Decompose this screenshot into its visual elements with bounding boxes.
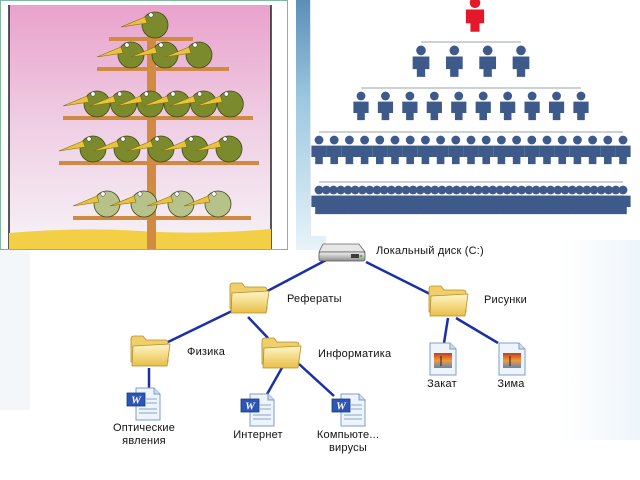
word-document-icon: W — [331, 393, 366, 427]
person — [311, 135, 327, 165]
person — [445, 45, 463, 77]
connector-root-risunki — [365, 260, 439, 300]
connector-root-referaty — [257, 256, 331, 298]
bird — [146, 190, 195, 218]
root-label: Локальный диск (C:) — [376, 245, 484, 257]
bird — [96, 41, 145, 69]
folder-label-informatika: Информатика — [318, 348, 392, 360]
svg-text:W: W — [336, 401, 347, 413]
file-label-zima: Зима — [497, 378, 525, 390]
branch — [59, 161, 259, 165]
background-panel-left — [0, 250, 30, 410]
file-label-internet: Интернет — [233, 429, 283, 441]
connector-informatika-internet — [264, 365, 285, 397]
folder-icon — [229, 282, 270, 314]
person — [478, 135, 494, 165]
connector-referaty-fizika — [167, 309, 233, 344]
person — [573, 91, 589, 121]
image-file-icon — [429, 342, 457, 376]
file-label-zakat: Закат — [427, 378, 457, 390]
branch — [109, 37, 193, 41]
person — [353, 91, 369, 121]
connector-risunki-zakat — [442, 317, 450, 344]
branch — [97, 67, 229, 71]
branch — [73, 216, 251, 220]
person — [539, 135, 555, 165]
folder-label-fizika: Физика — [187, 346, 226, 358]
folder-icon — [428, 285, 469, 317]
bird — [130, 41, 179, 69]
folder-icon — [261, 337, 302, 369]
bird — [194, 135, 243, 163]
person — [615, 185, 631, 215]
connector-risunki-zima — [455, 316, 499, 345]
bird — [160, 135, 209, 163]
person — [615, 135, 631, 165]
word-document-icon: W — [126, 387, 161, 421]
background-panel — [560, 240, 640, 440]
folder-label-risunki: Рисунки — [484, 294, 527, 306]
person — [479, 45, 497, 77]
person — [451, 91, 467, 121]
file-label-optika: Оптические явления — [113, 422, 175, 448]
people-pyramid — [310, 0, 639, 236]
person — [412, 45, 430, 77]
birds-tree-cartoon — [0, 0, 288, 250]
file-label-viruses-line2: вирусы — [329, 442, 367, 454]
file-label-optika-line1: Оптические — [112, 422, 176, 434]
bird — [183, 190, 232, 218]
folder-informatika[interactable] — [260, 336, 302, 375]
word-document-icon: W — [240, 393, 275, 427]
bird — [120, 11, 169, 39]
person — [585, 135, 601, 165]
person — [569, 135, 585, 165]
bird — [72, 190, 121, 218]
person — [448, 135, 464, 165]
connector-informatika-viruses — [298, 363, 335, 397]
file-optika[interactable]: W — [126, 387, 162, 426]
file-label-viruses: Компьюте... вирусы — [317, 429, 379, 455]
folder-fizika[interactable] — [129, 334, 171, 373]
file-label-optika-line2: явления — [122, 435, 166, 447]
bird — [126, 135, 175, 163]
folder-label-referaty: Рефераты — [287, 293, 342, 305]
person — [463, 135, 479, 165]
svg-text:W: W — [245, 401, 256, 413]
file-viruses[interactable]: W — [331, 393, 367, 432]
connector-referaty-informatika — [247, 316, 269, 339]
file-label-viruses-line1: Компьюте... — [316, 429, 380, 441]
person — [554, 135, 570, 165]
branch — [63, 116, 253, 120]
bird — [164, 41, 213, 69]
ground — [9, 229, 271, 249]
folder-risunki[interactable] — [427, 284, 469, 323]
person — [524, 135, 540, 165]
hard-drive-node[interactable] — [317, 240, 367, 269]
person — [387, 135, 403, 165]
person — [512, 45, 530, 77]
folder-referaty[interactable] — [228, 281, 270, 320]
image-file-icon — [498, 342, 526, 376]
leader-person — [465, 0, 485, 32]
person — [475, 91, 491, 121]
bird — [196, 90, 244, 118]
file-zima[interactable] — [497, 342, 527, 381]
folder-icon — [130, 335, 171, 367]
svg-text:W: W — [131, 395, 142, 407]
hard-drive-icon — [318, 243, 366, 262]
file-zakat[interactable] — [428, 342, 458, 381]
birds-tree-illustration — [1, 1, 287, 249]
person — [548, 91, 565, 121]
file-internet[interactable]: W — [240, 393, 276, 432]
bird — [109, 190, 158, 218]
org-chart-illustration — [311, 0, 631, 215]
person — [600, 135, 616, 165]
